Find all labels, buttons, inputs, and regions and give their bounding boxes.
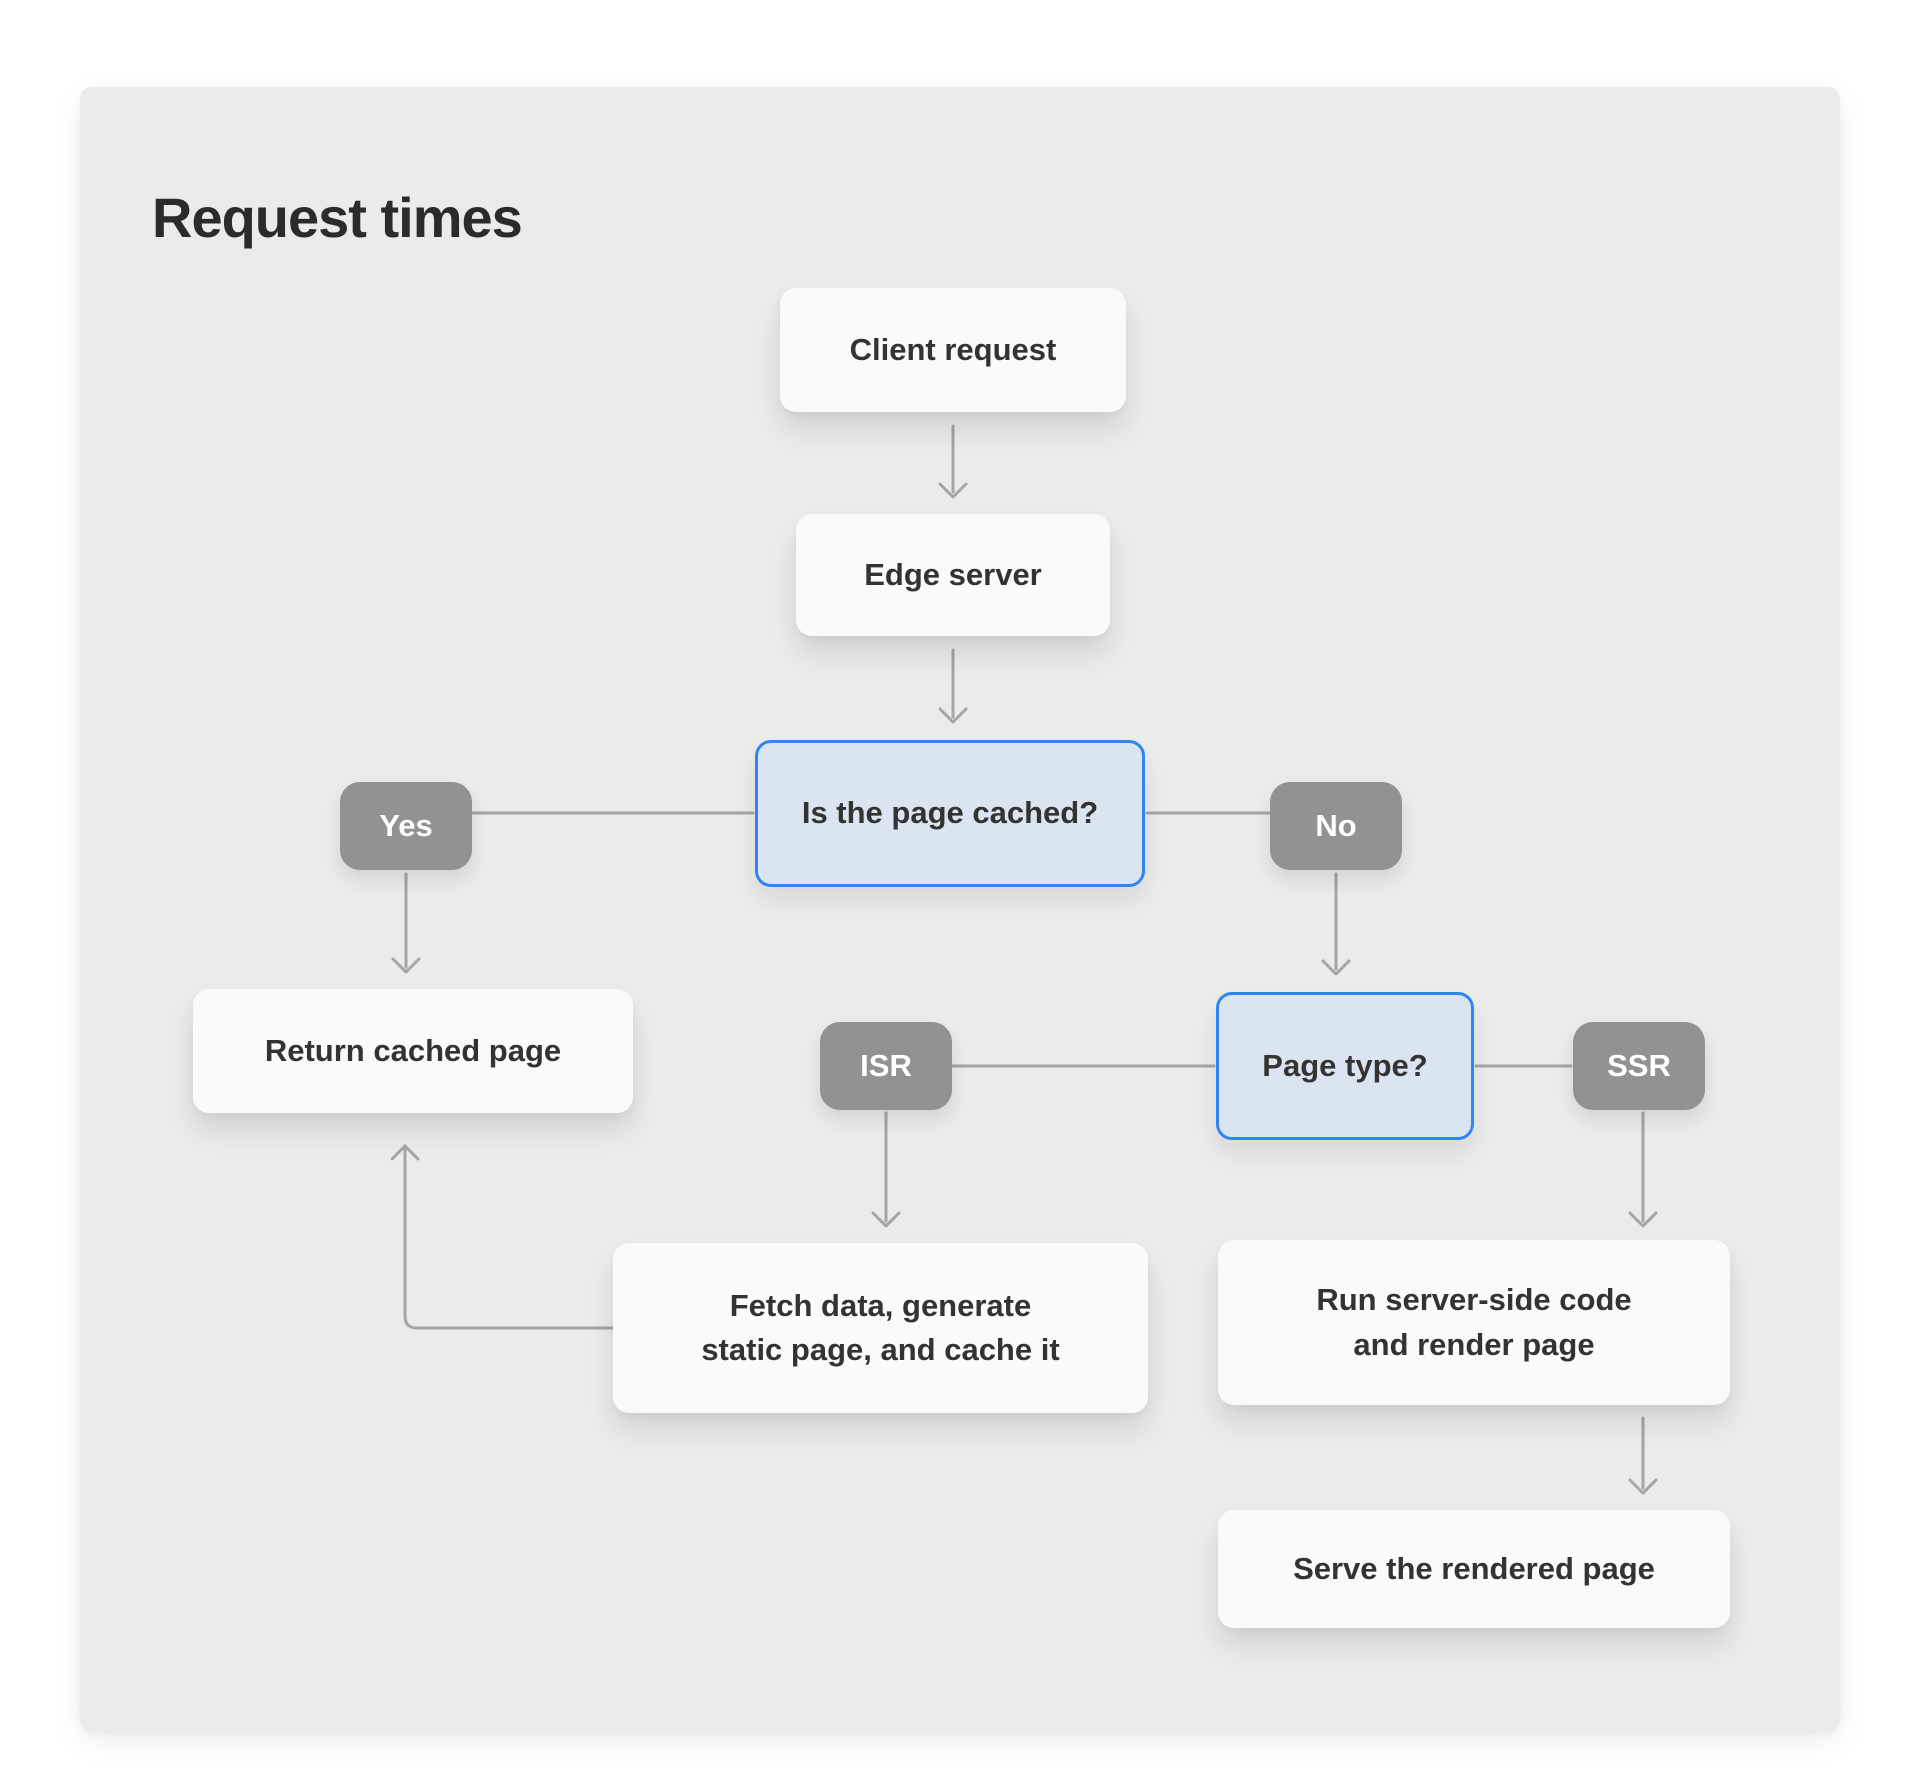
node-return-cached-page: Return cached page bbox=[193, 989, 633, 1113]
node-client-request: Client request bbox=[780, 288, 1126, 412]
branch-tag-ssr: SSR bbox=[1573, 1022, 1705, 1110]
branch-tag-isr: ISR bbox=[820, 1022, 952, 1110]
node-serve-rendered-page: Serve the rendered page bbox=[1218, 1510, 1730, 1628]
node-is-page-cached: Is the page cached? bbox=[755, 740, 1145, 887]
node-edge-server: Edge server bbox=[796, 514, 1110, 636]
diagram-title: Request times bbox=[152, 186, 523, 249]
node-run-server-side-code: Run server-side code and render page bbox=[1218, 1240, 1730, 1405]
branch-tag-yes: Yes bbox=[340, 782, 472, 870]
branch-tag-no: No bbox=[1270, 782, 1402, 870]
node-fetch-data-generate-static: Fetch data, generate static page, and ca… bbox=[613, 1243, 1148, 1413]
node-page-type: Page type? bbox=[1216, 992, 1474, 1140]
